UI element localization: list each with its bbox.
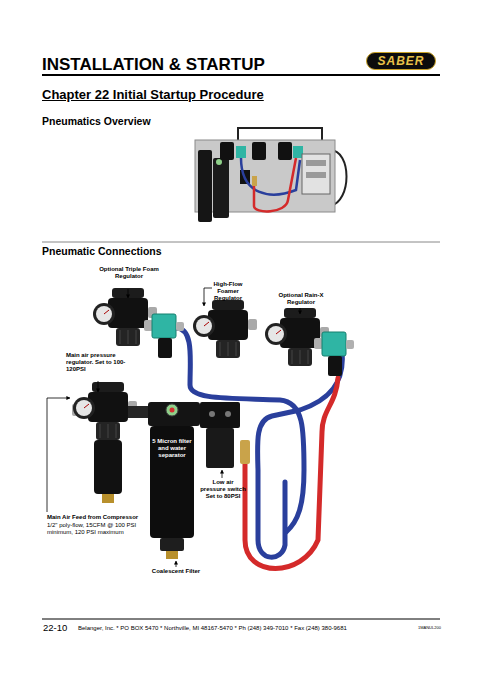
callout-label: INSTALLATION & STARTUP bbox=[42, 55, 362, 75]
high-flow-foamer-regulator bbox=[193, 300, 257, 358]
regulator-filter-bowl bbox=[94, 440, 122, 494]
leader-line bbox=[98, 381, 99, 392]
logo-badge: SABER bbox=[366, 52, 436, 70]
filter-bowl bbox=[150, 426, 194, 538]
overview-fitting bbox=[252, 176, 257, 186]
overview-red-tube bbox=[254, 158, 296, 211]
overview-control-box bbox=[302, 154, 330, 194]
overview-regulator bbox=[252, 142, 266, 160]
pressure-switch bbox=[206, 428, 234, 468]
sight-indicator bbox=[170, 408, 175, 413]
overview-filter bbox=[198, 150, 212, 222]
triple-foam-regulator bbox=[93, 288, 157, 346]
main-pressure-regulator bbox=[73, 382, 137, 440]
callout-label: Low air pressure switch Set to 80PSI bbox=[200, 479, 246, 500]
callout-label: High-Flow Foamer Regulator bbox=[206, 281, 250, 302]
callout-label: 1/2" poly-flow, 15CFM @ 100 PSI minimum,… bbox=[47, 522, 163, 536]
overview-filter bbox=[213, 158, 229, 218]
callout-label: 5 Micron filter and water separator bbox=[150, 438, 194, 459]
logo-text: SABER bbox=[377, 54, 424, 68]
blue-tube bbox=[258, 352, 343, 557]
callout-label: Pneumatic Connections bbox=[42, 245, 262, 257]
rain-x-regulator bbox=[265, 308, 329, 366]
callout-label: Main Air Feed from Compressor bbox=[47, 514, 227, 521]
drain-valve bbox=[166, 551, 178, 559]
manifold-port bbox=[209, 411, 215, 417]
overview-solenoid bbox=[236, 146, 246, 158]
drain-valve bbox=[102, 494, 114, 503]
header-rule bbox=[42, 74, 440, 76]
section-rule bbox=[42, 242, 440, 243]
brass-fitting bbox=[240, 440, 250, 464]
overview-terminal bbox=[306, 160, 326, 166]
leader-line bbox=[204, 288, 212, 306]
callout-label: 22-10 bbox=[43, 623, 77, 634]
overview-terminal bbox=[306, 172, 326, 178]
overview-tube bbox=[238, 128, 322, 140]
callout-label: Optional Triple Foam Regulator bbox=[98, 266, 160, 280]
overview-sight-glass bbox=[216, 159, 222, 165]
leader-line bbox=[128, 289, 129, 298]
sight-dome bbox=[166, 404, 178, 416]
leader-line bbox=[300, 308, 301, 314]
overview-regulator bbox=[278, 142, 292, 160]
filter-base bbox=[160, 538, 184, 551]
callout-label: Belanger, Inc. * PO BOX 5470 * Northvill… bbox=[78, 625, 418, 632]
callout-label: Coalescent Filter bbox=[146, 568, 206, 575]
leader-line bbox=[176, 561, 177, 567]
callout-label: 1MANUL200 bbox=[418, 626, 458, 631]
solenoid-valve-1 bbox=[144, 314, 184, 358]
filter-head bbox=[148, 402, 200, 426]
red-tube bbox=[245, 378, 338, 569]
callout-label: Pneumatics Overview bbox=[42, 115, 262, 127]
leader-line bbox=[222, 470, 223, 478]
solenoid-valve-2 bbox=[314, 332, 354, 376]
manifold-port bbox=[225, 411, 231, 417]
leader-line bbox=[47, 398, 70, 512]
chapter-title: Chapter 22 Initial Startup Procedure bbox=[42, 88, 402, 103]
callout-label: Optional Rain-X Regulator bbox=[268, 292, 334, 306]
footer-rule bbox=[42, 619, 440, 620]
switch-manifold bbox=[200, 402, 240, 428]
callout-label: Main air pressure regulator. Set to 100-… bbox=[66, 352, 126, 373]
overview-regulator bbox=[220, 142, 234, 160]
